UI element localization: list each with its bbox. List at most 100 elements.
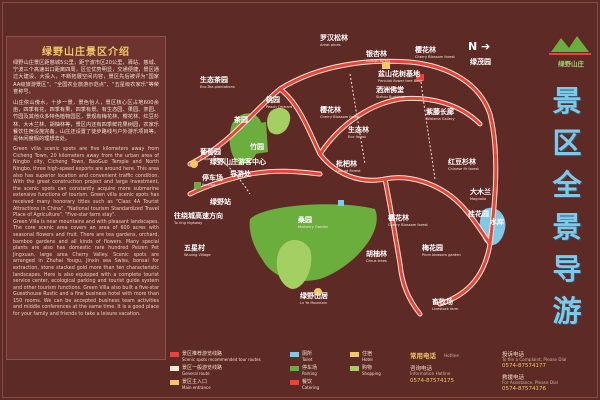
title-char-4: 景: [552, 210, 582, 244]
hotline-sub-0: Information Hotline: [410, 371, 451, 376]
logo-icon: [549, 36, 591, 55]
parking-icon[interactable]: [194, 182, 201, 189]
legend-swatch-6: [350, 352, 359, 357]
map-label-shuiku[interactable]: 水库: [490, 217, 504, 226]
hotline-label-2: 救援电话: [502, 375, 525, 381]
legend-en-2: Main entrance: [182, 385, 211, 390]
map-label-en-hongdoushan: Chinese fir forest: [448, 167, 479, 171]
map-label-wuxing[interactable]: 五星村: [184, 243, 205, 252]
hotel-icon[interactable]: [382, 62, 390, 69]
map-label-shengtaicha[interactable]: 生态茶园: [200, 75, 228, 84]
map-label-ziteng[interactable]: 紫藤长廊: [426, 107, 454, 116]
map-label-xumu[interactable]: 畜牧场: [432, 297, 453, 306]
map-label-en-taoyuan: Peach Orchard: [266, 105, 292, 109]
legend-swatch-2: [170, 380, 179, 385]
map-label-to_highway[interactable]: 往绕城高速方向: [174, 211, 223, 220]
legend-en-7: Shopping: [362, 371, 381, 376]
legend-en-0: Scenic spots recommended tour routes: [182, 357, 261, 362]
legend: 景区推荐游览线路 Scenic spots recommended tour r…: [170, 346, 410, 396]
map-label-sangyuan[interactable]: 桑园: [297, 215, 312, 224]
intro-en-paragraph-1: Green villa scenic spots are five kilome…: [13, 147, 159, 219]
map-label-en-meihua: Plum blossom garden: [422, 253, 461, 257]
map-label-yinghua_mid[interactable]: 樱花林: [319, 105, 342, 114]
map-label-damulan[interactable]: 大木兰: [470, 187, 491, 196]
map-label-taoyuan[interactable]: 桃园: [266, 95, 280, 104]
intro-cn-paragraph-1: 绿野山庄景区距慈城5公里，距宁波市区20公里，驿站、慈城、宁波三个高速出口距离四…: [13, 60, 159, 95]
hotline-number-0[interactable]: 0574-87574175: [410, 378, 454, 384]
map-label-lvyezhan[interactable]: 绿野站: [210, 197, 231, 206]
logo-text: 绿野山庄: [558, 60, 584, 68]
restaurant-icon[interactable]: [416, 74, 424, 81]
map-label-en-sangyuan: Mulberry Garden: [298, 225, 328, 229]
map-label-en-ziteng: Wisteria Gallery: [426, 117, 455, 121]
map-label-luohan[interactable]: 罗汉松林: [320, 33, 349, 42]
hotline-panel: 常用电话 Hotline 咨询电话 Information Hotline 05…: [410, 346, 590, 396]
map-label-pengshan[interactable]: 盆山花树基地: [377, 69, 420, 78]
poi-markers: [190, 62, 424, 296]
hotline-sub-2: For Assistance, Please Dial: [502, 380, 558, 385]
hotline-heading-en: Hotline: [444, 353, 459, 358]
map-label-tingchechang[interactable]: 停车场: [202, 173, 223, 182]
map-label-hongdoushan[interactable]: 红豆杉林: [448, 157, 477, 166]
intro-panel: 绿野山庄景区介绍 绿野山庄景区距慈城5公里，距宁波市区20公里，驿站、慈城、宁波…: [6, 36, 166, 360]
map-label-pipa[interactable]: 枇杷林: [336, 159, 358, 168]
toilet-icon[interactable]: [338, 200, 344, 206]
map-label-zhuyuan[interactable]: 竹园: [249, 142, 264, 151]
title-char-6: 游: [552, 294, 582, 328]
legend-swatch-4: [290, 366, 299, 371]
map-label-en-tingchechang: Parking: [202, 183, 215, 187]
map-label-en-shengtailin: Eco forest: [348, 135, 367, 139]
intro-en-paragraph-2: Green Villa is near mountains and with p…: [13, 219, 159, 318]
vertical-title: 景 区 全 景 导 游: [545, 80, 589, 340]
hotline-heading: 常用电话: [410, 352, 436, 360]
legend-en-6: Hotel: [362, 357, 373, 362]
legend-swatch-0: [170, 352, 179, 357]
map-label-huyou[interactable]: 胡柚林: [366, 249, 388, 258]
legend-label-3: 厕所: [302, 351, 313, 357]
map-label-en-damulan: Magnolia: [470, 197, 486, 201]
legend-label-0: 景区推荐游览线路: [182, 351, 223, 357]
map-label-en-huyou: Citrus trees: [366, 259, 387, 263]
map-label-en-yinghua_low: Cherry Blossom forest: [388, 223, 428, 227]
map-label-xianxi[interactable]: 洒洲佛堂: [376, 85, 404, 94]
map-label-en-wuxing: Wuxing Village: [184, 253, 211, 257]
map-label-chayuan[interactable]: 茶园: [233, 115, 248, 124]
legend-swatch-5: [290, 380, 299, 385]
map-label-meihua[interactable]: 梅花园: [422, 243, 443, 252]
peach-orchard-area: [267, 107, 291, 135]
legend-label-5: 餐饮: [302, 379, 313, 385]
map-label-en-yinghua_top: Cherry Blossom forest: [415, 55, 455, 59]
map-label-en-xianxi: Sizhou Buddhist: [376, 95, 406, 99]
map-label-en-to_highway: To ring highway: [173, 221, 203, 225]
map-label-yinxing[interactable]: 银杏林: [366, 49, 388, 58]
map-label-lvmaoyuan[interactable]: 绿茂园: [470, 57, 491, 66]
minor-paths: [209, 73, 436, 195]
title-char-3: 全: [552, 168, 582, 202]
legend-en-1: General route: [182, 371, 210, 376]
map-label-entrance[interactable]: 绿野山庄游客中心: [210, 157, 266, 166]
legend-en-4: Parking: [302, 371, 317, 376]
legend-en-3: Toilet: [302, 357, 313, 362]
map-label-en-pipa: Loquat Forest: [336, 169, 361, 173]
map-label-putao[interactable]: 葡萄园: [199, 147, 221, 156]
map-label-shengtailin[interactable]: 生态林: [348, 125, 370, 134]
lodge-icon[interactable]: [314, 288, 322, 296]
map-label-yinghua_low[interactable]: 樱花林: [387, 213, 410, 222]
map-label-en-putao: Grape Orchard: [200, 157, 226, 161]
entrance-icon[interactable]: [190, 160, 198, 168]
map-label-lvyeshanju[interactable]: 绿野山居: [300, 291, 328, 300]
map-label-yinghua_top[interactable]: 樱花林: [414, 45, 437, 54]
road-outlines: [187, 58, 499, 317]
map-label-guihua[interactable]: 桂花园: [467, 209, 489, 218]
map-label-daoyou[interactable]: 导游处: [230, 169, 252, 178]
mulberry-garden-area: [249, 204, 377, 282]
bamboo-area: [252, 122, 268, 154]
hotline-number-1[interactable]: 0574-87574177: [502, 363, 546, 369]
hotline-label-1: 投诉电话: [502, 352, 525, 358]
north-arrow: N ➔: [468, 40, 491, 53]
lvye-mountain-area: [276, 239, 312, 289]
hotline-number-2[interactable]: 0574-87574176: [502, 386, 546, 392]
